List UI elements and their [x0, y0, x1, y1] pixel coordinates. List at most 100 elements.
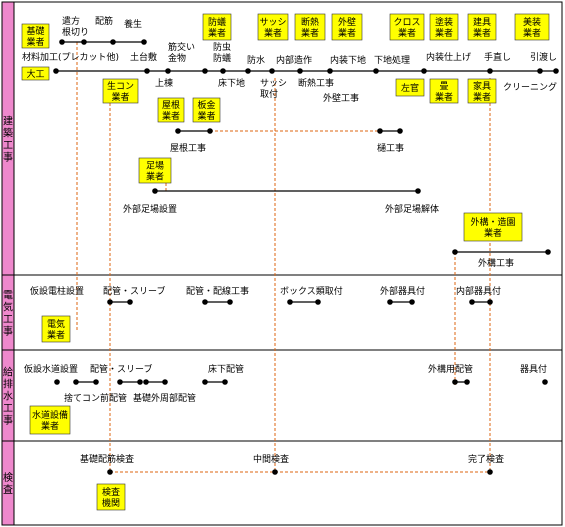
- inspection-dot: [107, 469, 113, 475]
- svg-text:家具業者: 家具業者: [473, 80, 491, 103]
- trade-box-c15: 畳業者: [429, 78, 459, 104]
- milestone-dot: [107, 299, 113, 305]
- milestone-dot: [202, 379, 208, 385]
- trade-boxes: 基礎業者大工防蟻業者サッシ業者断熱業者外壁業者クロス業者塗装業者建具業者美装業者…: [21, 13, 550, 511]
- task-label-t4: 材料加工(プレカット他): [22, 51, 119, 63]
- svg-text:断熱業者: 断熱業者: [301, 16, 319, 39]
- milestone-dot: [81, 39, 87, 45]
- milestone-dot: [222, 379, 228, 385]
- task-label-t24: 外部足場解体: [385, 203, 439, 215]
- task-label-t2: 配筋: [95, 15, 113, 27]
- svg-text:屋根業者: 屋根業者: [162, 99, 180, 122]
- task-label-e1: 仮設電柱設置: [30, 285, 84, 297]
- trade-box-c12: 屋根業者: [157, 97, 185, 123]
- task-label-e3: 配管・配線工事: [186, 285, 249, 297]
- milestone-dot: [245, 68, 251, 74]
- trade-box-c4: サッシ業者: [257, 13, 289, 41]
- trade-box-c17: 足場業者: [138, 157, 172, 184]
- milestone-dot: [545, 249, 551, 255]
- section-label-plumbing: 給排水工事: [3, 366, 13, 427]
- task-label-t19: 引渡し: [530, 51, 557, 63]
- svg-text:基礎業者: 基礎業者: [26, 25, 44, 48]
- task-label-i3: 完了検査: [468, 453, 504, 465]
- svg-text:板金業者: 板金業者: [197, 99, 215, 122]
- trade-box-c6: 外壁業者: [331, 13, 363, 41]
- task-label-t15: 外壁工事: [323, 92, 359, 104]
- milestone-dot: [469, 299, 475, 305]
- trade-box-c10: 美装業者: [514, 13, 550, 41]
- milestone-dot: [143, 379, 149, 385]
- milestone-dot: [415, 188, 421, 194]
- milestone-dot: [220, 68, 226, 74]
- milestone-dot: [59, 39, 65, 45]
- milestone-dot: [542, 379, 548, 385]
- milestone-dot: [175, 128, 181, 134]
- milestone-dot: [421, 68, 427, 74]
- milestone-dot: [553, 68, 559, 74]
- milestone-dot: [227, 299, 233, 305]
- trade-box-c5: 断熱業者: [294, 13, 326, 41]
- milestone-dot: [152, 188, 158, 194]
- milestone-dot: [377, 128, 383, 134]
- task-label-p5: 床下配管: [208, 363, 244, 375]
- milestone-dot: [202, 299, 208, 305]
- milestone-dot: [144, 68, 150, 74]
- section-label-construction: 建築工事: [3, 115, 13, 164]
- milestone-dot: [269, 68, 275, 74]
- svg-text:検査機関: 検査機関: [102, 486, 120, 509]
- task-label-t12: 内部造作: [276, 54, 312, 66]
- trade-box-c2: 大工: [21, 66, 50, 81]
- task-label-t6: 筋交い金物: [168, 41, 195, 64]
- milestone-dot: [537, 68, 543, 74]
- task-label-e4: ボックス類取付: [280, 286, 343, 297]
- task-label-t5: 土台敷: [130, 51, 157, 63]
- task-label-p7: 器具付: [520, 364, 547, 375]
- task-label-t3: 養生: [124, 18, 142, 30]
- trade-box-c13: 板金業者: [192, 97, 221, 123]
- milestone-dot: [397, 128, 403, 134]
- task-label-e6: 内部器具付: [456, 285, 501, 297]
- section-label-inspection: 検査: [3, 471, 13, 496]
- inspection-dot: [272, 469, 278, 475]
- task-label-t22: 樋工事: [377, 142, 404, 154]
- svg-text:生コン業者: 生コン業者: [107, 80, 134, 103]
- milestone-dot: [137, 379, 143, 385]
- svg-text:電気業者: 電気業者: [47, 318, 65, 341]
- milestone-dot: [464, 379, 470, 385]
- milestone-dot: [452, 249, 458, 255]
- task-label-p3: 捨てコン前配管: [64, 392, 127, 404]
- trade-box-pc1: 水道設備業者: [29, 405, 71, 435]
- task-label-t20: クリーニング: [503, 81, 557, 93]
- milestone-dot: [73, 379, 79, 385]
- milestone-dot: [327, 68, 333, 74]
- svg-text:サッシ業者: サッシ業者: [259, 17, 286, 39]
- milestone-dot: [202, 68, 208, 74]
- task-label-p4: 基礎外周部配管: [133, 392, 196, 404]
- milestone-dot: [387, 299, 393, 305]
- trade-box-c7: クロス業者: [389, 13, 425, 41]
- inspection-dot: [487, 469, 493, 475]
- milestone-dot: [207, 128, 213, 134]
- trade-box-c14: 左官: [395, 78, 425, 97]
- trade-box-c16: 家具業者: [467, 78, 497, 104]
- section-label-electrical: 電気工事: [3, 290, 13, 338]
- task-label-t14: 内装下地: [330, 54, 366, 66]
- task-label-t25: 外構工事: [478, 257, 514, 269]
- milestone-dot: [315, 299, 321, 305]
- trade-box-c8: 塗装業者: [429, 13, 459, 41]
- milestone-dot: [53, 68, 59, 74]
- milestone-dot: [93, 379, 99, 385]
- trade-box-c9: 建具業者: [467, 13, 497, 41]
- svg-text:足場業者: 足場業者: [146, 160, 164, 183]
- trade-box-ec1: 電気業者: [41, 315, 71, 343]
- milestone-dot: [487, 299, 493, 305]
- task-label-i2: 中間検査: [253, 453, 289, 465]
- task-label-p2: 配管・スリーブ: [90, 363, 152, 375]
- svg-text:畳業者: 畳業者: [435, 81, 453, 103]
- task-label-t23: 外部足場設置: [123, 203, 177, 215]
- task-label-t1: 遣方根切り: [62, 15, 89, 38]
- svg-text:外壁業者: 外壁業者: [338, 16, 356, 39]
- svg-text:建具業者: 建具業者: [473, 16, 491, 39]
